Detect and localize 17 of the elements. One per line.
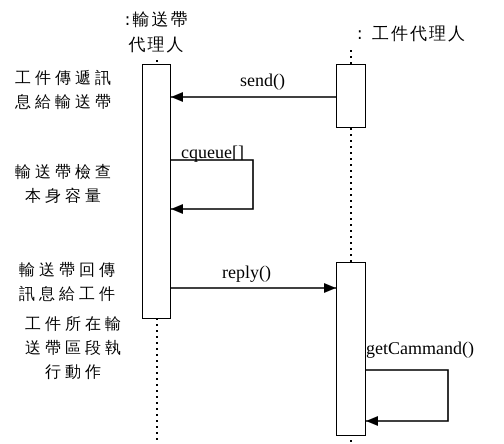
activation-bar	[336, 64, 366, 128]
step-note: 輸送帶回傳訊息給工件	[18, 259, 120, 305]
message-label: cqueue[]	[181, 142, 244, 162]
lifeline-header: : 工件代理人	[332, 22, 492, 48]
message-arrow	[171, 159, 254, 214]
activation-bar	[336, 262, 366, 436]
step-note: 工件傳遞訊息給輸送帶	[14, 67, 116, 113]
activation-bar	[142, 64, 171, 319]
message-arrow	[171, 283, 336, 293]
step-note: 輸送帶檢查本身容量	[14, 161, 116, 207]
message-label: getCammand()	[366, 338, 474, 358]
step-note: 工件所在輸送帶區段執行動作	[24, 313, 126, 383]
message-label: send()	[240, 70, 285, 90]
lifeline-header: :輸送帶代理人	[118, 8, 196, 60]
message-arrow	[171, 92, 336, 102]
message-arrow	[366, 369, 449, 426]
message-label: reply()	[222, 262, 271, 282]
